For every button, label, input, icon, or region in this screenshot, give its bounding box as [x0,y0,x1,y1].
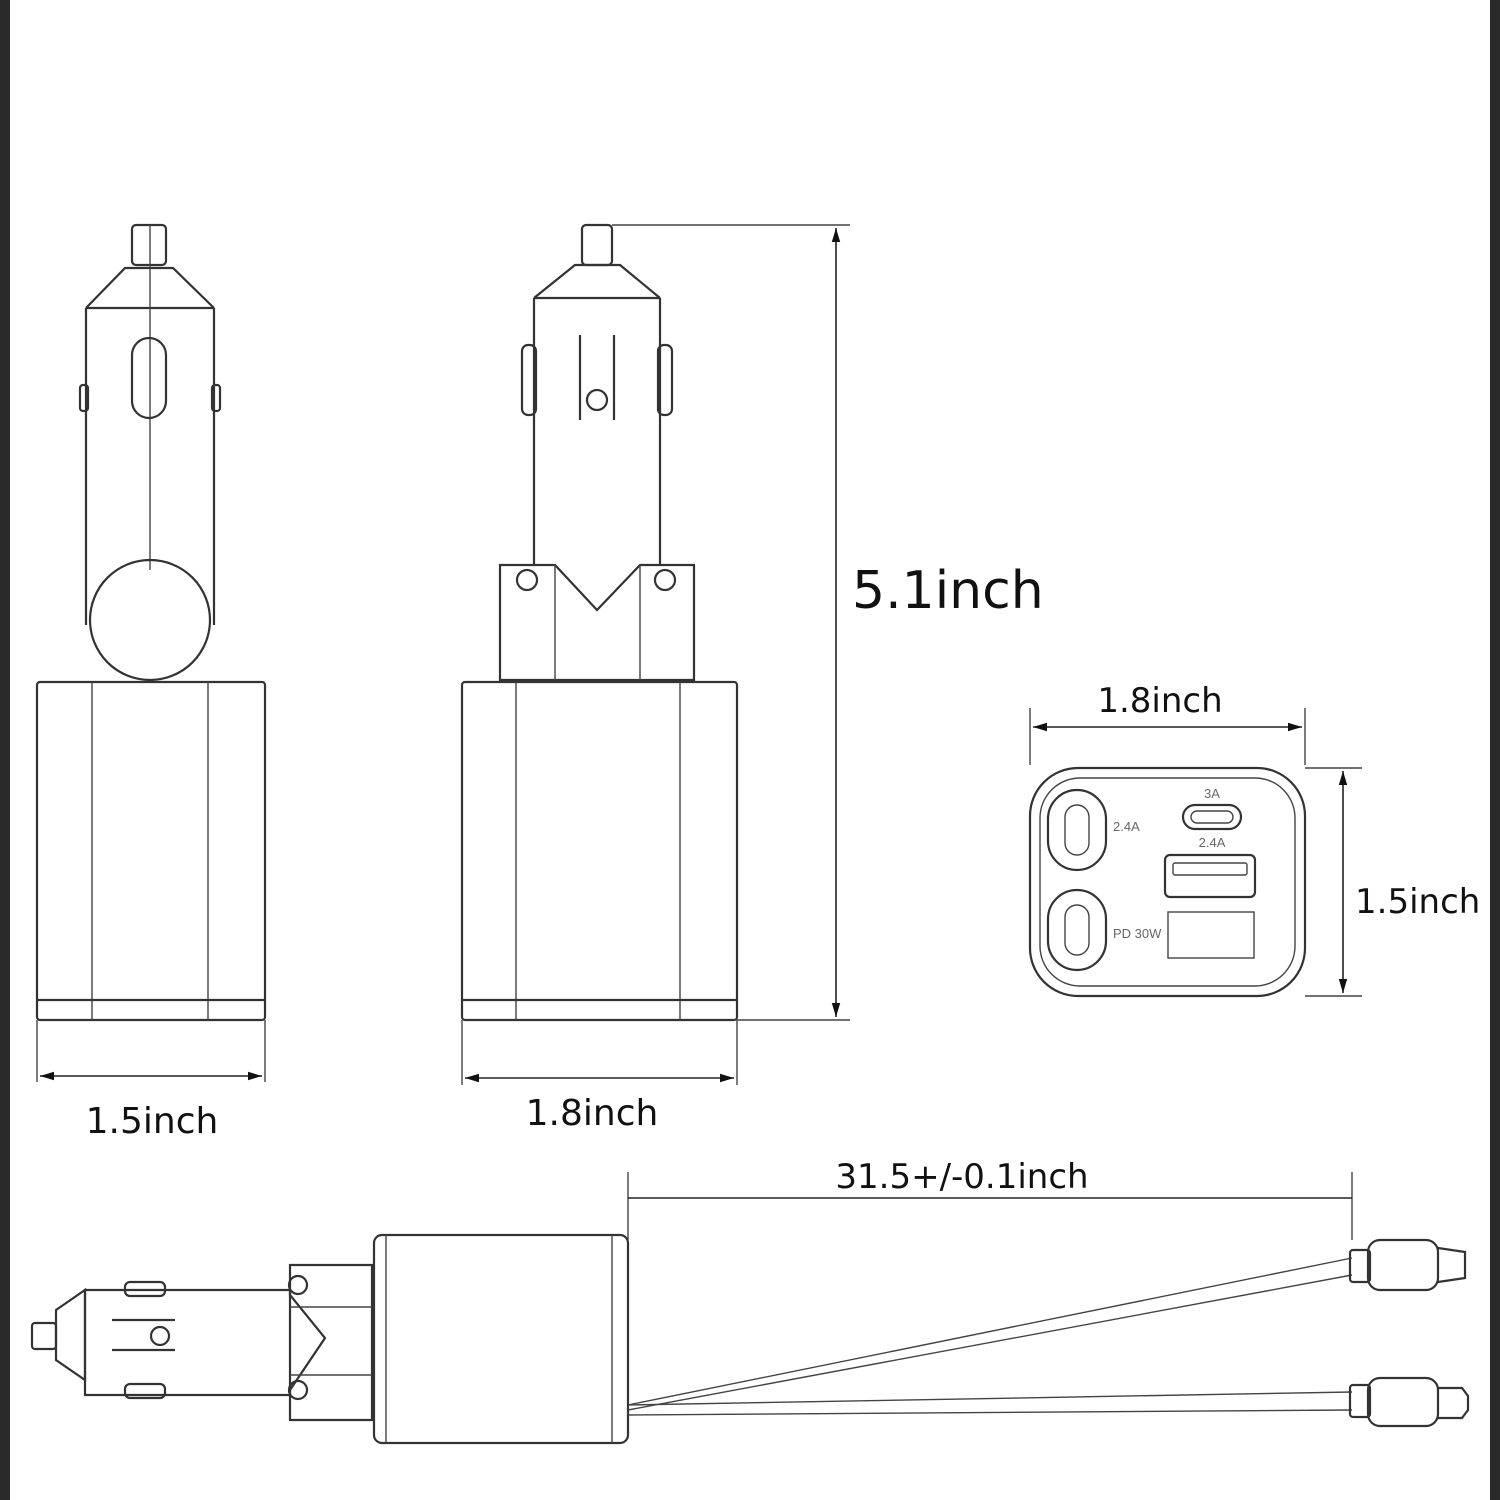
port-width-label: 1.8inch [1097,681,1222,721]
front-view: 1.8inch 5.1inch [460,223,1044,1134]
usb-c-port-left-upper [1046,788,1108,872]
side-width-label: 1.5inch [86,1101,219,1142]
drawing-panel: 1.5inch 1.8inch 5.1inch [10,0,1490,1500]
pd-rating: PD 30W [1113,926,1162,941]
side-view-tip [130,223,168,267]
side-view: 1.5inch [35,223,267,1142]
cable-view-plug [83,1288,292,1397]
left-c-rating: 2.4A [1113,819,1140,834]
cable-view: 31.5+/-0.1inch [30,1157,1470,1445]
side-view-nose [85,266,215,309]
top-c-rating: 3A [1204,786,1220,801]
technical-drawing: 1.5inch 1.8inch 5.1inch [30,223,1480,1445]
lightning-connector [1366,1238,1440,1292]
front-view-slot [578,335,616,420]
port-face-outline [1028,766,1307,998]
front-view-nose [533,263,661,299]
port-face-view: 1.8inch 2.4A PD 30W 3A 2.4A 1.5inch [1028,681,1480,998]
usb-c-port-top [1181,803,1243,831]
front-view-tip [580,223,614,267]
front-view-body [460,680,739,1022]
blank-label-area [1167,911,1255,959]
front-view-bracket [498,563,696,682]
cable-length-label: 31.5+/-0.1inch [835,1157,1088,1197]
cable-view-body [372,1233,630,1445]
lightning-connector-strain [1348,1248,1372,1284]
side-view-slot [130,336,168,420]
usb-c-port-left-lower [1046,888,1108,972]
front-width-label: 1.8inch [526,1093,659,1134]
height-label: 5.1inch [852,561,1044,621]
usb-a-port [1163,853,1257,899]
usb-c-connector-strain [1348,1383,1372,1419]
usb-a-rating: 2.4A [1199,835,1226,850]
usb-c-connector [1366,1376,1440,1428]
side-view-body [35,680,267,1022]
port-height-label: 1.5inch [1355,882,1480,922]
side-view-ring [88,558,212,682]
